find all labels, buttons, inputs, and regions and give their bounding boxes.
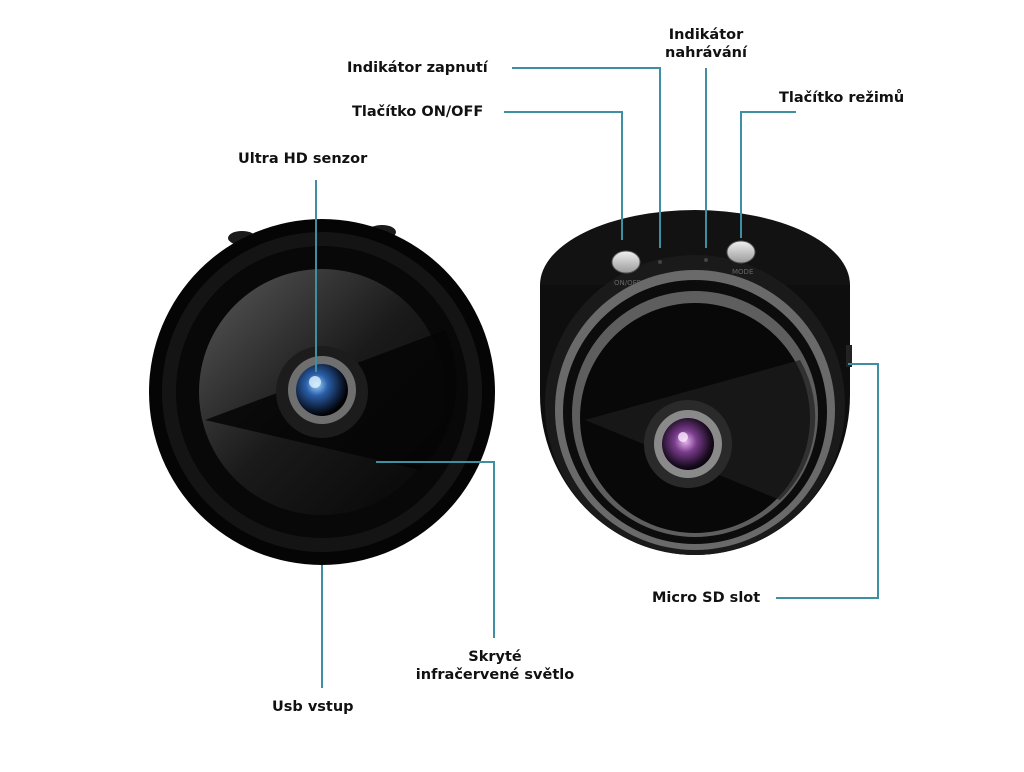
leader-lines — [315, 67, 879, 688]
leader-micro-sd — [776, 363, 879, 599]
label-recording-indicator-line1: Indikátor — [668, 27, 744, 43]
leader-ir-light — [376, 461, 495, 638]
label-ir-line1: Skryté — [468, 649, 522, 665]
power-indicator-led — [658, 260, 662, 264]
label-recording-indicator: Indikátor nahrávání — [650, 26, 762, 62]
on-off-marking: ON/OFF — [614, 279, 641, 287]
leader-power-indicator — [512, 67, 661, 248]
leader-mode-button — [740, 111, 796, 238]
label-usb: Usb vstup — [272, 699, 354, 715]
mode-marking: MODE — [732, 268, 753, 276]
sensor-glint — [309, 376, 321, 388]
recording-indicator-led — [704, 258, 708, 262]
front-camera — [149, 219, 495, 565]
angled-camera: ON/OFF MODE — [540, 210, 852, 555]
on-off-button[interactable] — [611, 250, 641, 274]
angled-lens-glint — [678, 432, 688, 442]
label-micro-sd: Micro SD slot — [652, 590, 761, 606]
label-ir-light: Skryté infračervené světlo — [395, 648, 595, 684]
ultra-hd-sensor — [296, 364, 348, 416]
label-recording-indicator-line2: nahrávání — [665, 45, 747, 61]
micro-sd-slot — [846, 345, 852, 367]
label-sensor: Ultra HD senzor — [238, 151, 368, 167]
label-power-indicator: Indikátor zapnutí — [347, 60, 488, 76]
label-ir-line2: infračervené světlo — [415, 667, 575, 683]
label-mode-button: Tlačítko režimů — [779, 90, 905, 106]
angled-lens — [662, 418, 714, 470]
mode-button[interactable] — [726, 240, 756, 264]
leader-on-off-button — [504, 111, 623, 240]
label-on-off-button: Tlačítko ON/OFF — [352, 104, 484, 120]
